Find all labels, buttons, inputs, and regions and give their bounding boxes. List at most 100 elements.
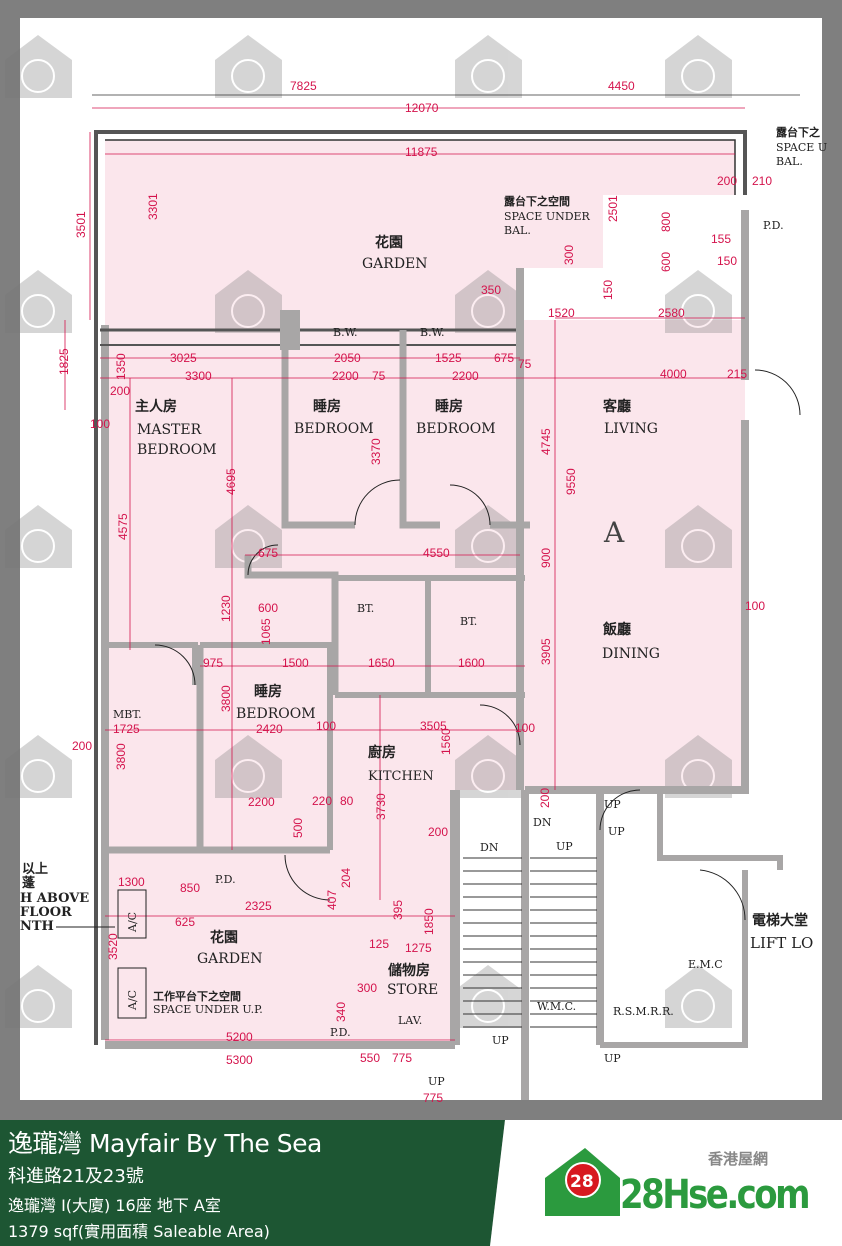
watermark-badge-icon [665,270,732,333]
dimension-label: 300 [357,981,377,995]
note-space-under-bal-cn: 露台下之空間 [504,194,570,208]
dimension-label: 600 [258,601,278,615]
dimension-label: 204 [339,868,353,888]
watermark-badge-icon [455,270,522,333]
dimension-label: 215 [727,367,747,381]
dimension-label: 1825 [57,348,71,375]
dimension-label: 9550 [564,468,578,495]
fixture-label: UP [604,1052,621,1065]
dimension-label: 1725 [113,722,140,736]
dimension-label: 75 [518,357,532,371]
logo-house-icon: 28 [545,1148,620,1216]
door-arc [479,704,521,746]
dimension-label: 625 [175,915,195,929]
room-dining-en: DINING [602,646,660,662]
dimension-label: 5200 [226,1030,253,1044]
dimension-label: 100 [316,719,336,733]
fixture-label: UP [608,825,625,838]
dimension-label: 500 [291,818,305,838]
unit-label: A [603,516,625,549]
dimension-label: 2200 [332,369,359,383]
door-arc [154,644,196,686]
dimension-label: 3520 [106,933,120,960]
watermark-badge-icon [455,505,522,568]
dimension-label: 80 [340,794,354,808]
dimension-label: 300 [562,245,576,265]
saleable-area: 1379 sqf(實用面積 Saleable Area) [8,1222,270,1241]
dimension-label: 3501 [74,211,88,238]
info-banner [0,1120,505,1246]
watermark-badge-icon [665,35,732,98]
dimension-label: 1230 [219,595,233,622]
dimension-label: 1065 [259,618,273,645]
note-space-under-up-en: SPACE UNDER U.P. [153,1003,263,1016]
fixture-label: BT. [460,615,477,628]
room-labels: 花園 GARDEN 主人房 MASTER BEDROOM 睡房 BEDROOM … [135,234,660,998]
dimension-lines [64,94,800,1041]
room-store-en: STORE [387,982,438,998]
dimension-label: 600 [659,252,673,272]
note-space-under-up-cn: 工作平台下之空間 [153,989,241,1003]
fixture-label: W.M.C. [537,1000,576,1013]
door-arc [247,544,279,576]
note-lift-lobby-cn: 電梯大堂 [752,912,808,929]
watermark-badge-icon [455,735,522,798]
fixture-label: P.D. [330,1026,351,1039]
fixture-label: DN [480,841,499,854]
logo-wordmark[interactable]: 28Hse.com [620,1172,811,1218]
dimension-label: 3370 [369,438,383,465]
walls [94,130,783,1100]
note-lift-lobby-en: LIFT LO [750,934,813,952]
room-living-cn: 客廳 [602,398,631,415]
dimension-label: 100 [90,417,110,431]
dimension-label: 4000 [660,367,687,381]
dimension-label: 3730 [374,793,388,820]
dimension-label: 100 [745,599,765,613]
dimension-label: 900 [539,548,553,568]
room-kitchen-cn: 廚房 [368,744,396,761]
dimension-label: 5300 [226,1053,253,1067]
dimension-label: 4550 [423,546,450,560]
note-space-under-bal-en1: SPACE UNDER [504,210,591,223]
dimension-label: 75 [372,369,386,383]
dimension-label: 2501 [606,195,620,222]
dimension-label: 3905 [539,638,553,665]
watermark-badge-icon [665,505,732,568]
left-note-line-1: 以上 [22,862,48,877]
dimension-label: 1500 [282,656,309,670]
room-garden-en: GARDEN [362,256,428,272]
room-master-bedroom-cn: 主人房 [135,398,177,415]
dimension-label: 2325 [245,899,272,913]
note-space-under-bal2-cn: 露台下之 [776,125,820,139]
notes: 露台下之空間 SPACE UNDER BAL. 露台下之 SPACE U BAL… [20,125,827,1016]
dimension-label: 12070 [405,101,439,115]
dimension-label: 775 [392,1051,412,1065]
dimension-label: 350 [481,283,501,297]
staircase [463,857,597,1028]
dimension-label: 1650 [368,656,395,670]
dimension-label: 975 [203,656,223,670]
room-bedroom-3-en: BEDROOM [236,706,316,722]
dimension-label: 4575 [116,513,130,540]
dimension-label: 150 [717,254,737,268]
dimension-label: 395 [391,900,405,920]
dimension-label: 2420 [256,722,283,736]
room-bedroom-2-cn: 睡房 [435,398,463,415]
watermark-badge-icon [5,965,72,1028]
fixture-label: P.D. [763,219,784,232]
address: 科進路21及23號 [8,1166,144,1187]
dimension-label: 1275 [405,941,432,955]
dimension-label: 1520 [548,306,575,320]
door-arc [754,369,801,416]
left-note-line-3: H ABOVE [20,891,89,906]
room-dining-cn: 飯廳 [602,621,631,638]
fixture-label: E.M.C [688,958,723,971]
doors [154,369,801,921]
watermark-badge-icon [5,735,72,798]
note-space-under-bal2-en1: SPACE U [776,141,827,154]
dimension-label: 210 [752,174,772,188]
dimension-label: 150 [601,280,615,300]
dimension-label: 675 [494,351,514,365]
